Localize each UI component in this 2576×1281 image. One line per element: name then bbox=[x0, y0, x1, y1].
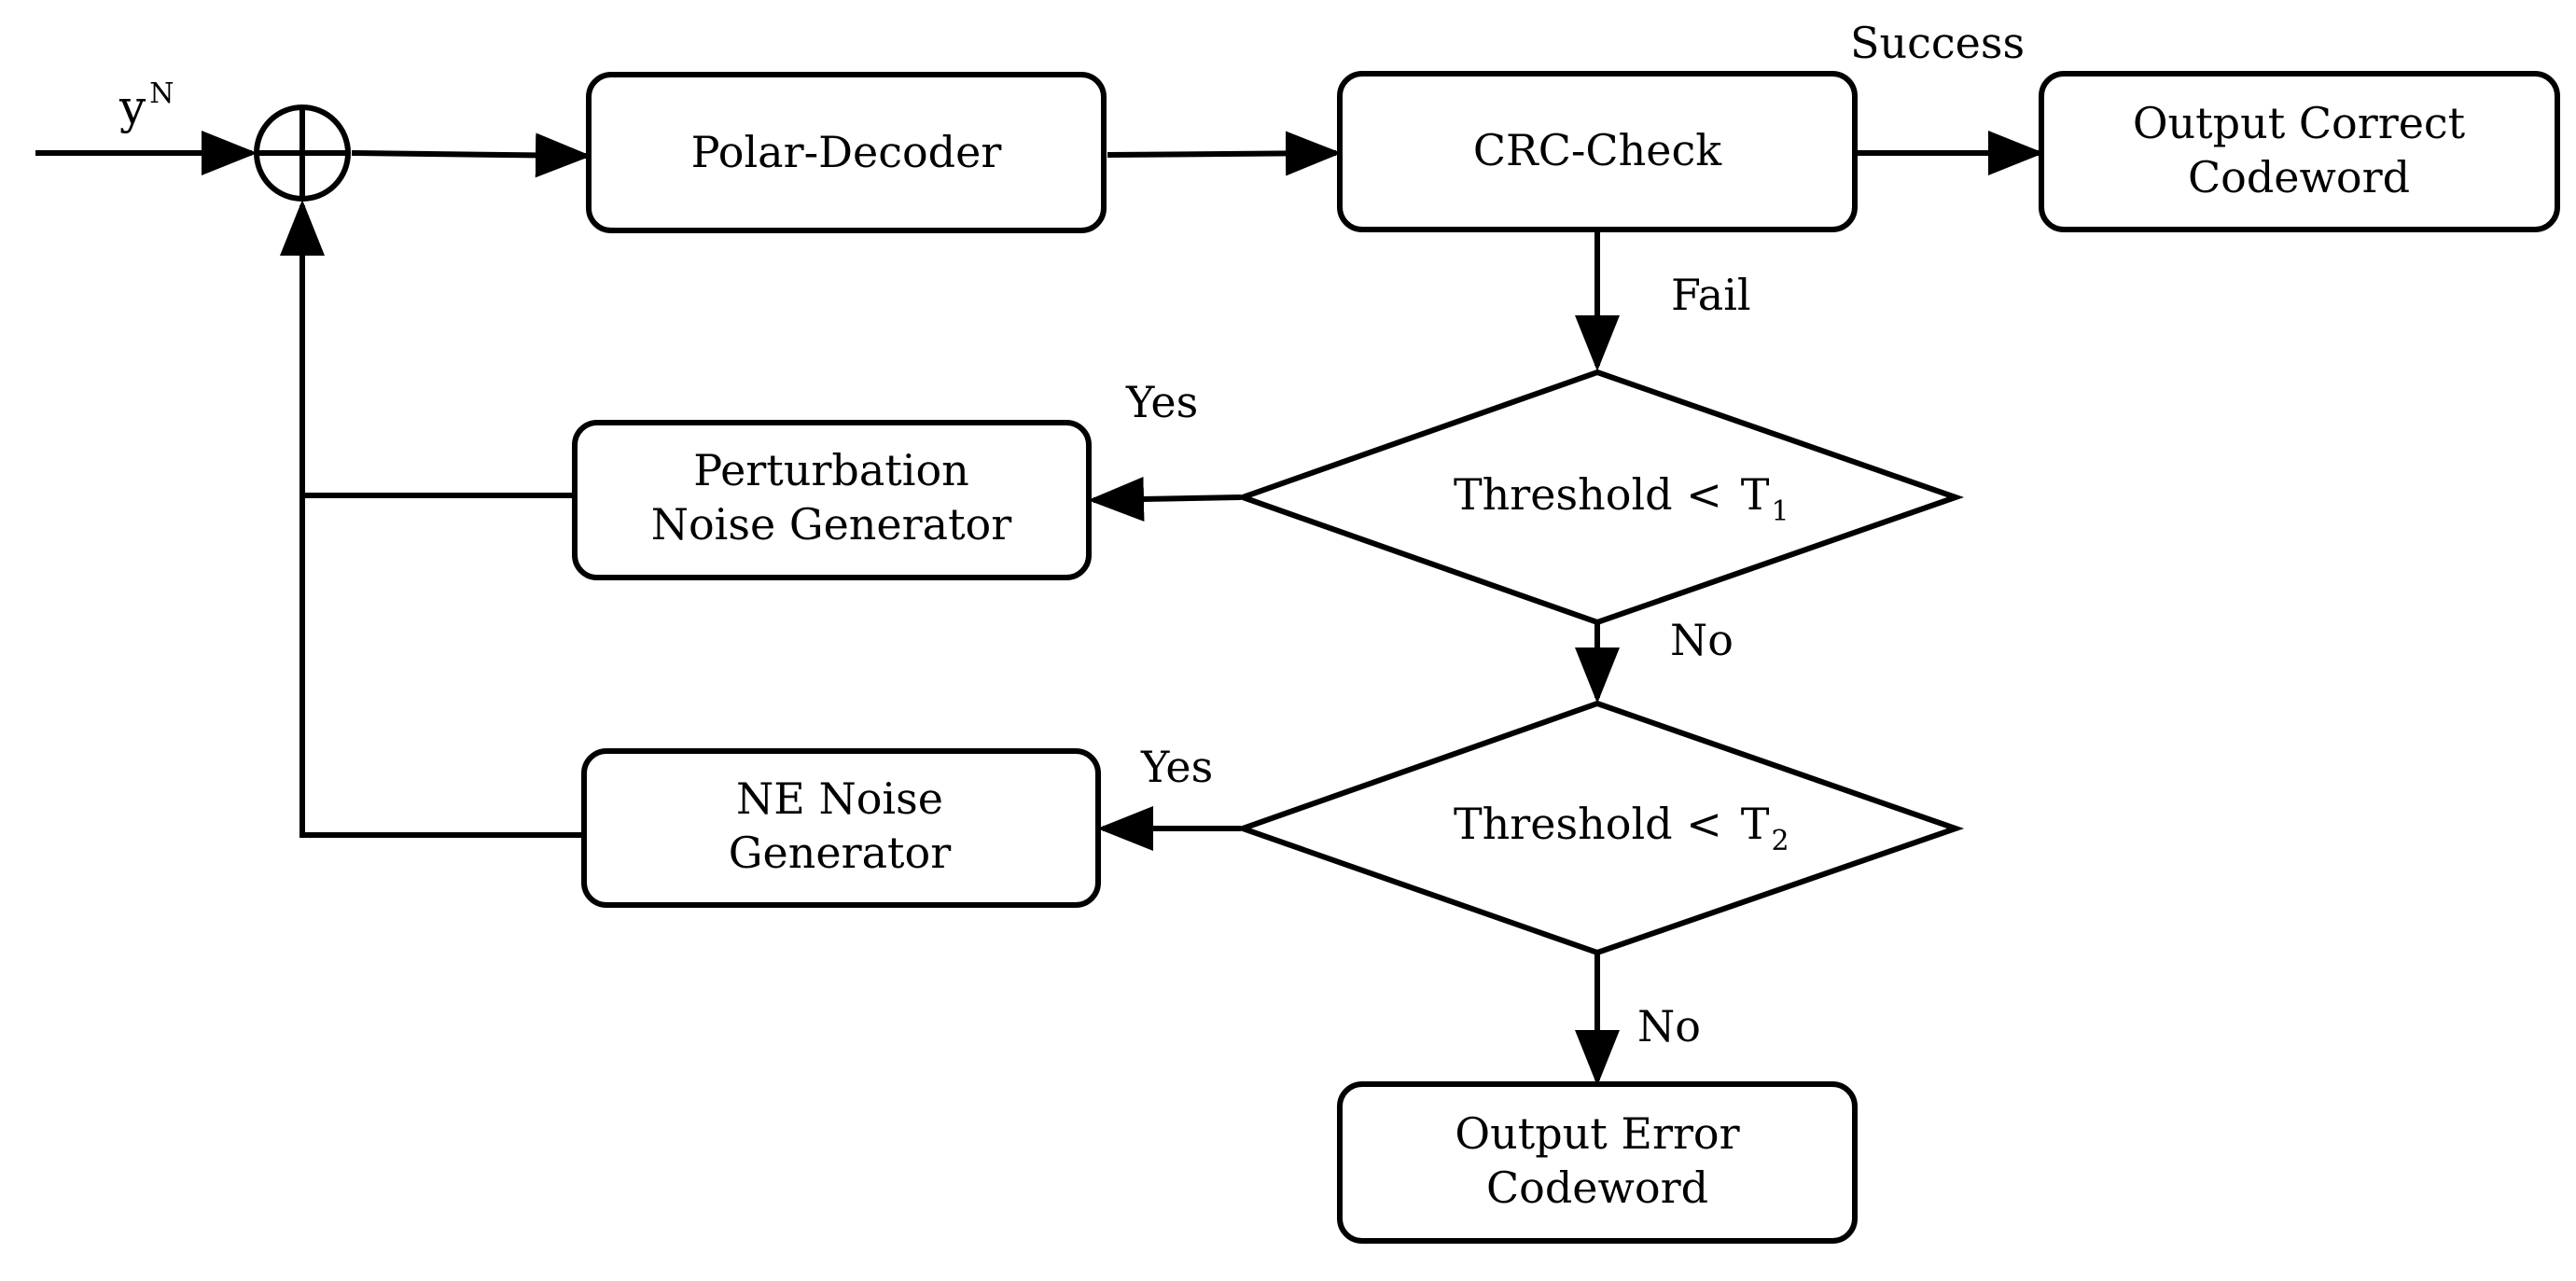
polar-decoder-label: Polar-Decoder bbox=[691, 127, 1002, 177]
threshold1-var: T bbox=[1741, 469, 1770, 520]
feedback-ne-noise bbox=[299, 271, 581, 838]
arrow-adder-to-polar-decoder bbox=[351, 132, 592, 178]
ne-noise-box bbox=[581, 748, 1101, 908]
output-correct-box bbox=[2039, 71, 2560, 232]
perturbation-label-line1: Perturbation bbox=[693, 445, 969, 495]
threshold2-label: Threshold < T2 bbox=[1454, 799, 1789, 857]
ne-noise-label-line2: Generator bbox=[729, 828, 951, 878]
edge-label-fail: Fail bbox=[1671, 270, 1751, 320]
threshold2-var: T bbox=[1741, 799, 1770, 849]
output-correct-label-line1: Output Correct bbox=[2133, 98, 2466, 148]
connectors bbox=[35, 131, 2044, 1086]
edge-label-success: Success bbox=[1850, 18, 2025, 68]
input-superscript: N bbox=[149, 77, 174, 110]
threshold1-label: Threshold < T1 bbox=[1454, 469, 1789, 528]
threshold2-text: Threshold < bbox=[1454, 799, 1722, 849]
edge-label-no1: No bbox=[1670, 615, 1734, 665]
perturbation-label-line2: Noise Generator bbox=[651, 499, 1012, 550]
threshold1-diamond bbox=[1233, 369, 1965, 626]
ne-noise-label-line1: NE Noise bbox=[736, 773, 943, 824]
decisions bbox=[1233, 369, 1965, 956]
perturbation-box bbox=[572, 420, 1092, 580]
arrow-polar-decoder-to-crc bbox=[1107, 131, 1342, 176]
summing-junction-icon bbox=[254, 104, 351, 202]
boxes bbox=[572, 71, 2560, 1244]
crc-check-label: CRC-Check bbox=[1473, 125, 1722, 175]
crc-check-box bbox=[1337, 71, 1858, 232]
input-symbol: y bbox=[118, 80, 146, 134]
polar-decoder-box bbox=[586, 72, 1107, 233]
threshold1-text: Threshold < bbox=[1454, 469, 1722, 520]
output-error-label-line1: Output Error bbox=[1455, 1108, 1739, 1159]
output-correct-label-line2: Codeword bbox=[2188, 152, 2410, 202]
edge-label-yes2: Yes bbox=[1140, 742, 1213, 792]
output-error-label-line2: Codeword bbox=[1486, 1163, 1708, 1213]
edge-label-yes1: Yes bbox=[1125, 377, 1198, 427]
threshold2-diamond bbox=[1233, 700, 1965, 956]
edge-label-no2: No bbox=[1637, 1001, 1701, 1051]
threshold1-sub: 1 bbox=[1771, 495, 1789, 528]
arrow-threshold1-to-perturbation bbox=[1088, 476, 1242, 522]
output-error-box bbox=[1337, 1081, 1858, 1244]
threshold2-sub: 2 bbox=[1771, 825, 1789, 857]
